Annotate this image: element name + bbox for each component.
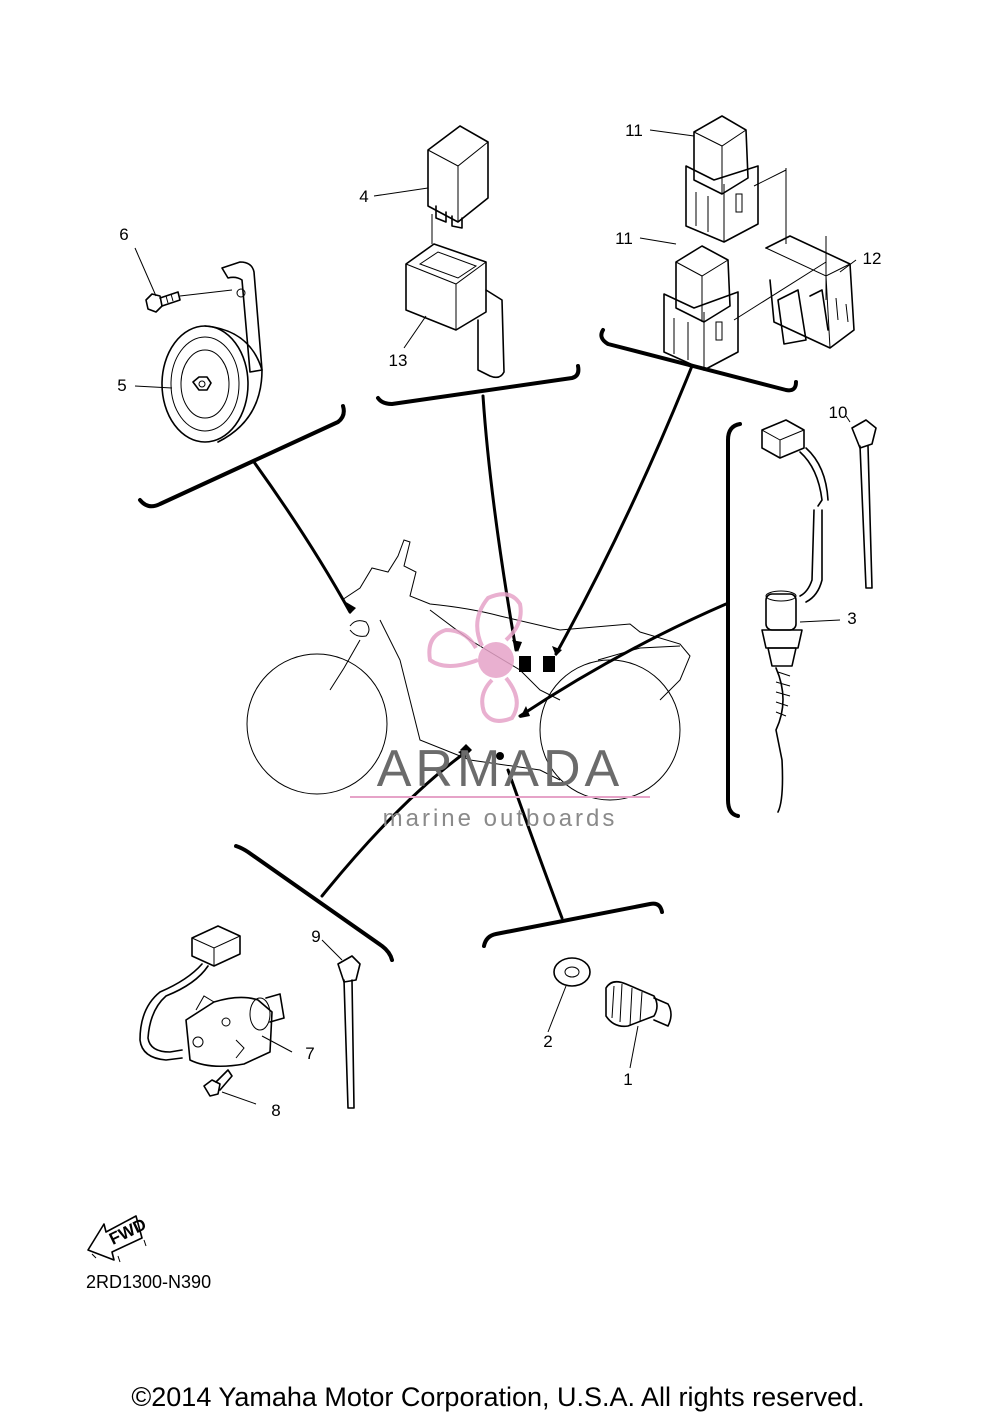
watermark-logo [427, 592, 523, 723]
relay-lower-part [663, 245, 739, 371]
coupler-part [765, 235, 855, 349]
callout-5: 5 [117, 376, 126, 395]
callout-11-upper: 11 [625, 121, 643, 140]
callout-13: 13 [389, 351, 408, 370]
switch-unit-part [139, 925, 293, 1068]
cable-band-upper-part [845, 415, 877, 589]
callout-11-lower: 11 [615, 229, 633, 248]
copyright-notice: ©2014 Yamaha Motor Corporation, U.S.A. A… [131, 1382, 864, 1412]
group-brackets [138, 328, 798, 962]
callout-2: 2 [543, 1032, 552, 1051]
callout-7: 7 [305, 1044, 314, 1063]
relay-upper-part [685, 115, 759, 243]
neutral-switch-part [761, 419, 841, 813]
callout-8: 8 [271, 1101, 280, 1120]
callout-1: 1 [623, 1070, 632, 1089]
bolt-part [145, 289, 233, 313]
watermark-subtitle: marine outboards [383, 805, 618, 832]
sensor-part [605, 980, 672, 1069]
group-leaders [252, 364, 728, 920]
diagram-code: 2RD1300-N390 [86, 1272, 211, 1292]
fwd-arrow-icon: FWD [87, 1215, 149, 1263]
relay-part [427, 125, 489, 244]
callout-3: 3 [847, 609, 856, 628]
watermark-title: ARMADA [377, 740, 623, 798]
callout-9: 9 [311, 927, 320, 946]
callout-6: 6 [119, 225, 128, 244]
motorcycle-outline [246, 539, 691, 801]
washer-part [547, 957, 591, 1033]
screw-part [203, 1069, 257, 1105]
cable-band-lower-part [321, 939, 361, 1109]
callout-12: 12 [863, 249, 882, 268]
horn-part [161, 261, 263, 443]
callout-10: 10 [829, 403, 848, 422]
callout-4: 4 [359, 187, 368, 206]
relay-holder-part [405, 243, 505, 379]
